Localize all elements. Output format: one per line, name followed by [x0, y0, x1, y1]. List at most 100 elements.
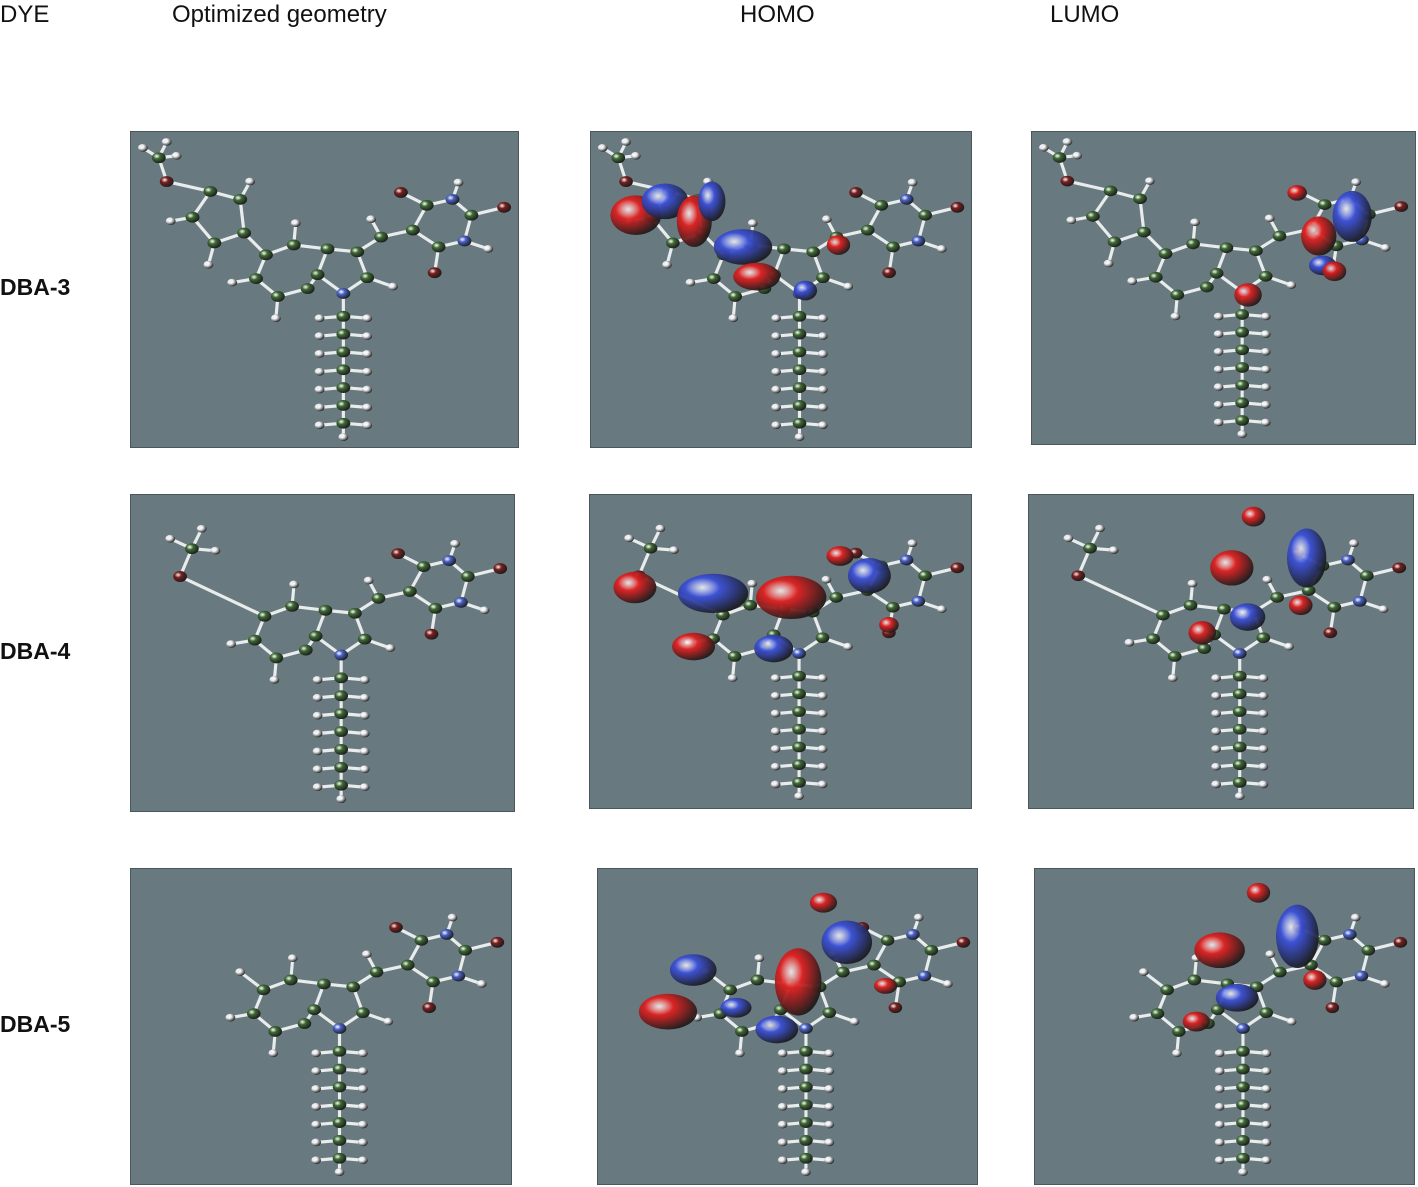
- atom-h: [311, 1120, 321, 1129]
- panel-dba-4-homo: [589, 494, 972, 809]
- atom-c: [643, 542, 658, 554]
- atom-c: [799, 1045, 813, 1057]
- atom-c: [1148, 271, 1163, 283]
- atom-h: [311, 1067, 321, 1075]
- atom-c: [348, 607, 362, 619]
- atom-h: [849, 1017, 860, 1026]
- atom-h: [1211, 727, 1221, 736]
- atom-h: [824, 1067, 835, 1075]
- row-label-dba-4: DBA-4: [0, 638, 71, 664]
- atom-o: [427, 267, 442, 279]
- atom-c: [1236, 1099, 1250, 1111]
- atom-h: [1380, 243, 1391, 252]
- atom-h: [824, 1085, 835, 1093]
- atom-c: [727, 651, 742, 662]
- atom-c: [792, 723, 806, 735]
- atom-h: [821, 575, 832, 584]
- atom-h: [312, 747, 323, 756]
- orbital-lobe-negative: [755, 1015, 799, 1044]
- atom-h: [777, 1138, 788, 1147]
- atom-h: [1234, 792, 1245, 801]
- atom-c: [1236, 1081, 1250, 1093]
- atom-h: [817, 709, 828, 718]
- atom-c: [735, 1026, 749, 1037]
- atom-h: [361, 950, 372, 959]
- atom-h: [290, 219, 301, 227]
- atom-h: [1211, 709, 1221, 718]
- atom-h: [358, 1156, 368, 1165]
- atom-c: [792, 328, 807, 340]
- atom-c: [1187, 974, 1202, 986]
- atom-h: [817, 727, 828, 736]
- atom-h: [1213, 365, 1224, 374]
- orbital-lobe-positive: [1210, 550, 1254, 586]
- atom-c: [1270, 591, 1285, 603]
- atom-c: [233, 193, 248, 205]
- atom-h: [1094, 524, 1105, 533]
- orbital-lobe-negative: [1332, 190, 1372, 242]
- header-lumo: LUMO: [1050, 1, 1120, 28]
- atom-h: [312, 711, 323, 720]
- atom-h: [777, 1120, 788, 1129]
- orbital-lobe-negative: [1215, 983, 1259, 1012]
- atom-n: [457, 235, 472, 247]
- atom-h: [630, 151, 641, 160]
- atom-h: [1260, 383, 1271, 391]
- atom-h: [824, 1102, 835, 1111]
- orbital-lobe-positive: [1287, 184, 1307, 201]
- atom-c: [799, 1099, 813, 1111]
- atom-c: [924, 944, 939, 956]
- atom-h: [771, 367, 781, 376]
- orbital-lobe-negative: [698, 181, 726, 222]
- atom-c: [829, 591, 844, 603]
- molecule-render: [638, 892, 971, 1176]
- atom-h: [1213, 400, 1224, 409]
- atom-h: [936, 605, 947, 614]
- orbital-lobe-positive: [1303, 970, 1327, 990]
- orbital-lobe-positive: [1234, 283, 1262, 307]
- orbital-lobe-positive: [1241, 506, 1266, 527]
- atom-h: [358, 1102, 368, 1111]
- atom-h: [1258, 727, 1269, 736]
- atom-h: [770, 745, 781, 753]
- atom-h: [358, 1067, 368, 1075]
- orbital-lobe-positive: [756, 575, 827, 620]
- atom-h: [817, 780, 828, 789]
- atom-h: [1214, 1102, 1225, 1111]
- atom-c: [1210, 1004, 1225, 1016]
- atom-c: [1156, 609, 1170, 621]
- atom-h: [770, 780, 781, 789]
- orbital-lobe-negative: [754, 634, 794, 663]
- atom-c: [334, 726, 349, 737]
- atom-c: [336, 364, 351, 376]
- atom-h: [359, 693, 370, 702]
- atom-c: [1172, 1026, 1186, 1037]
- atom-h: [727, 674, 738, 682]
- atom-c: [611, 152, 626, 164]
- atom-h: [1260, 347, 1271, 356]
- atom-h: [771, 314, 781, 323]
- atom-c: [792, 670, 806, 682]
- atom-c: [270, 291, 285, 302]
- orbital-lobe-positive: [613, 571, 657, 604]
- atom-c: [371, 592, 386, 604]
- atom-h: [312, 765, 323, 774]
- atom-h: [1261, 1049, 1272, 1058]
- atom-c: [257, 610, 272, 622]
- orbital-lobe-negative: [793, 280, 818, 301]
- panel-dba-3-geometry: [130, 131, 519, 448]
- bond: [178, 574, 267, 618]
- atom-h: [383, 1017, 394, 1026]
- atom-h: [1211, 762, 1221, 771]
- atom-h: [777, 1085, 788, 1093]
- atom-h: [843, 642, 853, 651]
- atom-c: [799, 1081, 813, 1093]
- atom-h: [818, 350, 828, 358]
- atom-h: [624, 534, 634, 543]
- atom-c: [1167, 651, 1182, 662]
- atom-h: [362, 403, 373, 412]
- atom-c: [815, 632, 830, 644]
- atom-c: [431, 241, 446, 253]
- atom-h: [1258, 745, 1269, 753]
- orbital-lobe-negative: [641, 183, 689, 220]
